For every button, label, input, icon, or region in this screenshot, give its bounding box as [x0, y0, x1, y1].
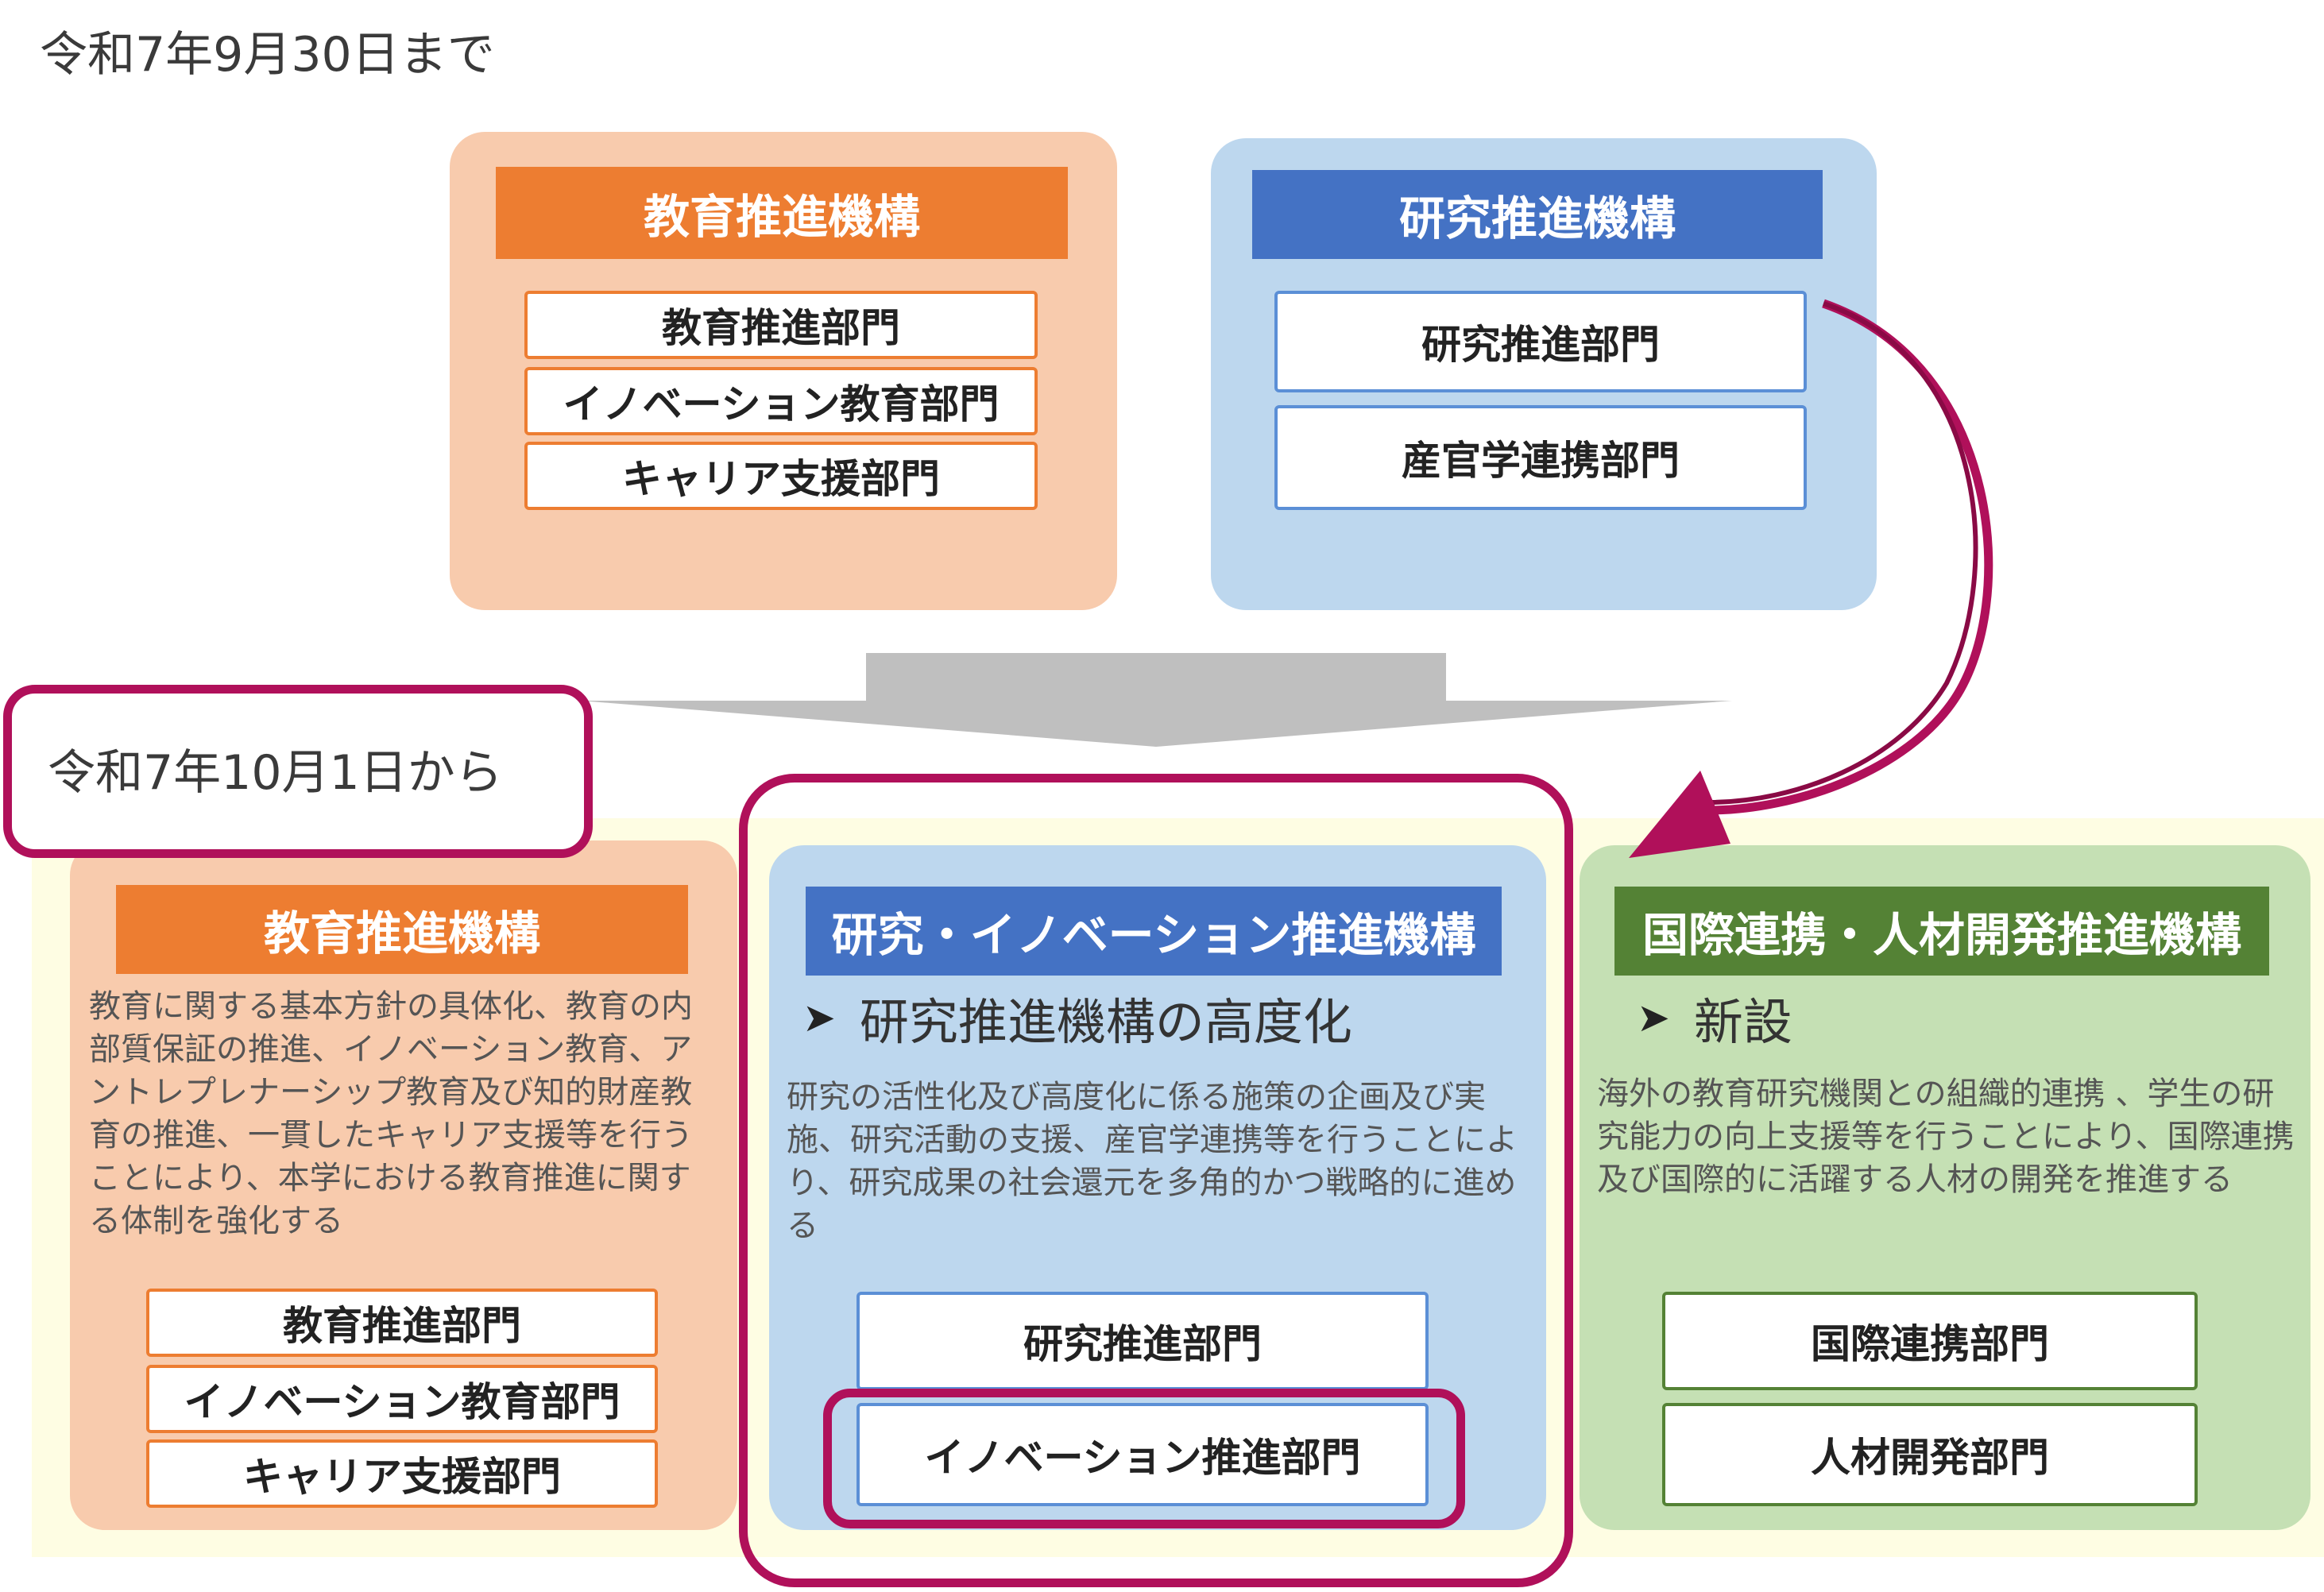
after-research-bullet-text: 研究推進機構の高度化: [859, 993, 1352, 1051]
after-research-bullet: ➤ 研究推進機構の高度化: [802, 982, 1352, 1053]
after-edu-dept-1: 教育推進部門: [146, 1289, 658, 1357]
after-international-bullet-text: 新設: [1693, 993, 1792, 1051]
after-edu-dept-3: キャリア支援部門: [146, 1439, 658, 1508]
after-research-highlight: [739, 774, 1573, 1587]
before-edu-dept-1: 教育推進部門: [524, 291, 1038, 359]
after-international-dept-1: 国際連携部門: [1662, 1292, 2198, 1390]
after-research-title: 研究・イノベーション推進機構: [806, 887, 1502, 976]
before-research-dept-2: 産官学連携部門: [1274, 405, 1807, 510]
after-date-label: 令和7年10月1日から: [48, 745, 503, 801]
after-education-description: 教育に関する基本方針の具体化、教育の内部質保証の推進、イノベーション教育、アント…: [89, 988, 693, 1239]
arrowhead-bullet-icon: ➤: [1637, 995, 1670, 1041]
before-edu-dept-3: キャリア支援部門: [524, 442, 1038, 510]
after-edu-dept-2: イノベーション教育部門: [146, 1365, 658, 1433]
after-education-title: 教育推進機構: [116, 885, 688, 974]
before-research-title: 研究推進機構: [1252, 170, 1823, 259]
after-research-dept-2: イノベーション推進部門: [857, 1403, 1429, 1506]
after-date-highlight: [3, 685, 593, 858]
before-date-label: 令和7年9月30日まで: [40, 27, 495, 83]
arrowhead-bullet-icon: ➤: [802, 995, 836, 1041]
after-research-description: 研究の活性化及び高度化に係る施策の企画及び実施、研究活動の支援、産官学連携等を行…: [787, 1079, 1518, 1244]
after-international-title: 国際連携・人材開発推進機構: [1614, 887, 2269, 976]
before-education-title: 教育推進機構: [496, 167, 1068, 259]
after-international-description: 海外の教育研究機関との組織的連携 、学生の研究能力の向上支援等を行うことにより、…: [1597, 1076, 2295, 1198]
before-research-dept-1: 研究推進部門: [1274, 291, 1807, 392]
innovation-dept-highlight: [823, 1389, 1465, 1528]
after-international-dept-2: 人材開発部門: [1662, 1403, 2198, 1506]
after-international-bullet: ➤ 新設: [1637, 982, 1792, 1053]
before-edu-dept-2: イノベーション教育部門: [524, 367, 1038, 435]
